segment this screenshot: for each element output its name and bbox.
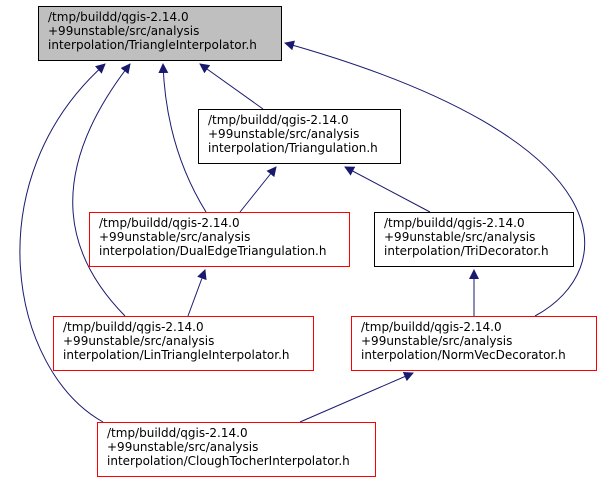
node-label-line: interpolation/LinTriangleInterpolator.h bbox=[63, 348, 290, 362]
edge-triangulation-to-triangle-interpolator bbox=[199, 63, 264, 110]
edge-lin-triangle-interpolator-to-dual-edge-triangulation bbox=[187, 269, 207, 317]
edge-clough-tocher-interpolator-to-norm-vec-decorator bbox=[299, 371, 414, 423]
node-clough-tocher-interpolator[interactable]: /tmp/buildd/qgis-2.14.0 +99unstable/src/… bbox=[97, 422, 376, 477]
edge-dual-edge-triangulation-to-triangulation bbox=[239, 166, 277, 213]
node-label-line: +99unstable/src/analysis bbox=[384, 230, 536, 244]
node-norm-vec-decorator[interactable]: /tmp/buildd/qgis-2.14.0 +99unstable/src/… bbox=[351, 316, 597, 371]
node-label-line: /tmp/buildd/qgis-2.14.0 bbox=[361, 320, 502, 334]
node-label-line: /tmp/buildd/qgis-2.14.0 bbox=[384, 216, 525, 230]
node-triangle-interpolator[interactable]: /tmp/buildd/qgis-2.14.0 +99unstable/src/… bbox=[38, 6, 282, 61]
node-label-line: interpolation/NormVecDecorator.h bbox=[361, 348, 566, 362]
node-label-line: interpolation/TriDecorator.h bbox=[384, 244, 549, 258]
edge-clough-tocher-interpolator-to-triangle-interpolator bbox=[19, 63, 106, 423]
node-lin-triangle-interpolator[interactable]: /tmp/buildd/qgis-2.14.0 +99unstable/src/… bbox=[53, 316, 314, 371]
node-label-line: interpolation/CloughTocherInterpolator.h bbox=[107, 454, 350, 468]
node-label-line: +99unstable/src/analysis bbox=[99, 230, 251, 244]
node-label-line: +99unstable/src/analysis bbox=[48, 24, 200, 38]
edge-lin-triangle-interpolator-to-triangle-interpolator bbox=[72, 63, 131, 317]
edge-norm-vec-decorator-to-triangle-interpolator bbox=[284, 40, 586, 317]
node-label-line: +99unstable/src/analysis bbox=[208, 127, 360, 141]
node-label-line: +99unstable/src/analysis bbox=[361, 334, 513, 348]
node-label-line: /tmp/buildd/qgis-2.14.0 bbox=[63, 320, 204, 334]
node-label-line: interpolation/TriangleInterpolator.h bbox=[48, 38, 257, 52]
node-label-line: +99unstable/src/analysis bbox=[63, 334, 215, 348]
node-label-line: /tmp/buildd/qgis-2.14.0 bbox=[107, 426, 248, 440]
node-label-line: interpolation/Triangulation.h bbox=[208, 141, 378, 155]
node-label-line: /tmp/buildd/qgis-2.14.0 bbox=[208, 113, 349, 127]
node-label-line: +99unstable/src/analysis bbox=[107, 440, 259, 454]
node-dual-edge-triangulation[interactable]: /tmp/buildd/qgis-2.14.0 +99unstable/src/… bbox=[89, 212, 350, 267]
edge-tri-decorator-to-triangulation bbox=[344, 166, 431, 213]
node-tri-decorator[interactable]: /tmp/buildd/qgis-2.14.0 +99unstable/src/… bbox=[374, 212, 574, 267]
edge-dual-edge-triangulation-to-triangle-interpolator bbox=[158, 63, 207, 213]
node-label-line: /tmp/buildd/qgis-2.14.0 bbox=[99, 216, 240, 230]
node-triangulation[interactable]: /tmp/buildd/qgis-2.14.0 +99unstable/src/… bbox=[198, 109, 401, 164]
node-label-line: interpolation/DualEdgeTriangulation.h bbox=[99, 244, 327, 258]
node-label-line: /tmp/buildd/qgis-2.14.0 bbox=[48, 10, 189, 24]
